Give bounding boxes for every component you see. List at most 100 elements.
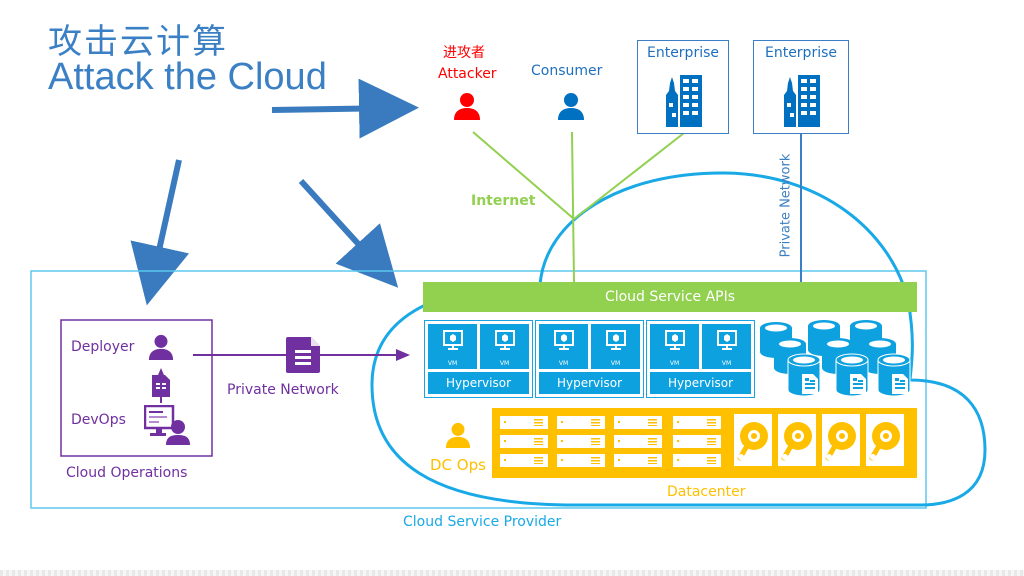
title-chinese: 攻击云计算: [48, 22, 228, 62]
hypervisor-label: Hypervisor: [539, 372, 640, 394]
enterprise-box-2: Enterprise: [753, 40, 849, 134]
vm-tile[interactable]: VM: [702, 324, 751, 369]
devops-label: DevOps: [71, 412, 126, 428]
private-network-ops-label: Private Network: [227, 382, 339, 398]
storage-cluster[interactable]: [758, 318, 918, 400]
dc-ops-label: DC Ops: [430, 456, 486, 474]
server-vent-icon: [534, 438, 543, 445]
server-led-icon: [561, 421, 563, 423]
server-icon: [673, 435, 721, 448]
server-led-icon: [504, 459, 506, 461]
server-icon: [614, 416, 662, 429]
arrow-to-cloud: [298, 178, 399, 288]
vm-tile[interactable]: VM: [480, 324, 529, 369]
cloud-service-apis-bar[interactable]: Cloud Service APIs: [423, 282, 917, 312]
server-icon: [557, 454, 605, 467]
vm-tile[interactable]: VM: [428, 324, 477, 369]
attacker-label: Attacker: [438, 66, 497, 82]
hypervisor-group-3[interactable]: VM VM Hypervisor: [646, 320, 755, 398]
vm-label: VM: [447, 360, 458, 367]
vm-monitor-icon: [665, 330, 685, 350]
vm-monitor-icon: [443, 330, 463, 350]
deployer-person-icon: [148, 334, 174, 360]
hard-drive-icon: [734, 414, 772, 466]
internet-links: [472, 131, 685, 283]
hypervisor-label: Hypervisor: [428, 372, 529, 394]
database-document-icon: [787, 353, 821, 397]
attacker-person-icon: [454, 93, 480, 120]
consumer-label: Consumer: [531, 63, 603, 79]
vm-monitor-icon: [495, 330, 515, 350]
arrow-to-operations: [130, 159, 190, 306]
database-document-icon: [877, 353, 911, 397]
devops-workstation-icon: [144, 405, 190, 445]
server-led-icon: [677, 421, 679, 423]
cloud-operations-label: Cloud Operations: [66, 465, 188, 481]
vm-tile[interactable]: VM: [539, 324, 588, 369]
server-led-icon: [618, 421, 620, 423]
server-led-icon: [561, 440, 563, 442]
server-vent-icon: [648, 457, 657, 464]
dc-ops-person-icon: [445, 422, 471, 448]
server-vent-icon: [707, 419, 716, 426]
attacker-label-cn: 进攻者: [443, 45, 485, 61]
server-led-icon: [618, 440, 620, 442]
datacenter-label: Datacenter: [667, 484, 746, 500]
cloud-service-provider-label: Cloud Service Provider: [403, 514, 562, 530]
server-icon: [557, 416, 605, 429]
datacenter-box[interactable]: [492, 408, 917, 478]
vm-label: VM: [499, 360, 510, 367]
enterprise-box-1: Enterprise: [637, 40, 729, 134]
cloud-service-apis-label: Cloud Service APIs: [604, 289, 736, 305]
server-led-icon: [504, 440, 506, 442]
cloud-outline: [370, 171, 987, 507]
server-icon: [500, 416, 548, 429]
attack-arrows: [130, 78, 419, 306]
server-vent-icon: [591, 457, 600, 464]
server-vent-icon: [534, 457, 543, 464]
private-network-document-icon: [286, 337, 320, 373]
server-vent-icon: [591, 438, 600, 445]
server-led-icon: [677, 440, 679, 442]
server-led-icon: [618, 459, 620, 461]
server-vent-icon: [648, 438, 657, 445]
arrow-to-attacker: [271, 78, 419, 139]
deployment-document-icon: [152, 375, 170, 397]
server-icon: [673, 416, 721, 429]
hypervisor-group-2[interactable]: VM VM Hypervisor: [535, 320, 644, 398]
provider-boundary: [30, 270, 927, 509]
building-icon: [784, 75, 820, 127]
vm-monitor-icon: [606, 330, 626, 350]
server-led-icon: [677, 459, 679, 461]
server-icon: [557, 435, 605, 448]
server-vent-icon: [591, 419, 600, 426]
hard-drive-icon: [778, 414, 816, 466]
private-network-vertical-label: Private Network: [778, 153, 794, 258]
vm-label: VM: [610, 360, 621, 367]
enterprise-label-1: Enterprise: [646, 45, 720, 61]
server-led-icon: [504, 421, 506, 423]
server-icon: [673, 454, 721, 467]
hypervisor-group-1[interactable]: VM VM Hypervisor: [424, 320, 533, 398]
slide-bottom-edge: [0, 570, 1024, 576]
vm-tile[interactable]: VM: [591, 324, 640, 369]
server-icon: [500, 435, 548, 448]
server-vent-icon: [648, 419, 657, 426]
vm-label: VM: [721, 360, 732, 367]
server-icon: [614, 454, 662, 467]
hard-drive-icon: [822, 414, 860, 466]
vm-monitor-icon: [554, 330, 574, 350]
vm-monitor-icon: [717, 330, 737, 350]
consumer-person-icon: [558, 93, 584, 120]
server-icon: [500, 454, 548, 467]
vm-label: VM: [669, 360, 680, 367]
vm-tile[interactable]: VM: [650, 324, 699, 369]
hypervisor-label: Hypervisor: [650, 372, 751, 394]
operations-box: [60, 319, 213, 457]
server-vent-icon: [534, 419, 543, 426]
server-vent-icon: [707, 438, 716, 445]
internet-label: Internet: [471, 193, 536, 209]
enterprise-label-2: Enterprise: [764, 45, 838, 61]
hard-drive-icon: [866, 414, 904, 466]
